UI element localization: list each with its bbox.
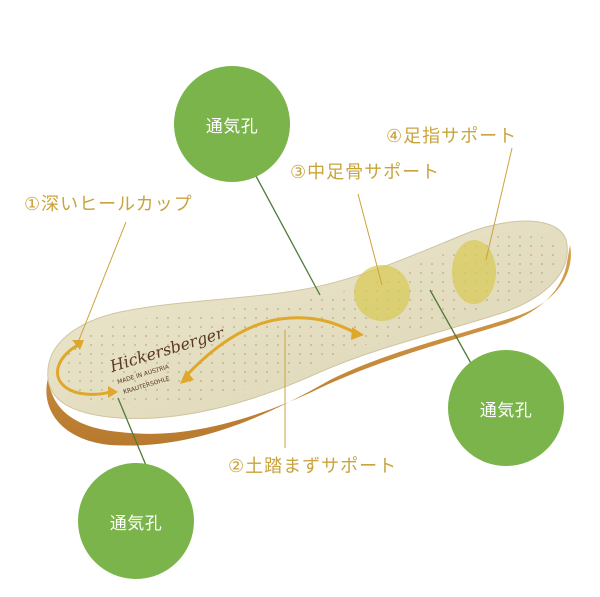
- vent-label: 通気孔: [205, 116, 259, 137]
- vent-label: 通気孔: [479, 400, 533, 421]
- toe-support-label: ④足指サポート: [386, 126, 518, 147]
- vent-leader-2: [429, 289, 473, 366]
- arch-support-label: ②土踏まずサポート: [228, 456, 398, 477]
- metatarsal-zone: [354, 265, 410, 321]
- toe-zone: [452, 240, 496, 304]
- vent-circle-bottom: 通気孔: [78, 463, 194, 579]
- vent-circle-right: 通気孔: [448, 350, 564, 466]
- insole-perforation: [59, 234, 557, 408]
- heel-cup-leader: [74, 221, 127, 351]
- metatarsal-leader: [357, 193, 383, 286]
- metatarsal-support-label: ③中足骨サポート: [290, 162, 441, 183]
- toe-leader: [485, 147, 513, 261]
- vent-circle-top: 通気孔: [174, 66, 290, 182]
- heel-cup-arrow: [56, 343, 111, 396]
- heel-cup-label: ①深いヒールカップ: [24, 194, 193, 215]
- vent-leader-1: [249, 164, 321, 296]
- vent-label: 通気孔: [109, 513, 163, 534]
- vent-leader-3: [117, 397, 151, 476]
- arch-arrow: [183, 316, 357, 379]
